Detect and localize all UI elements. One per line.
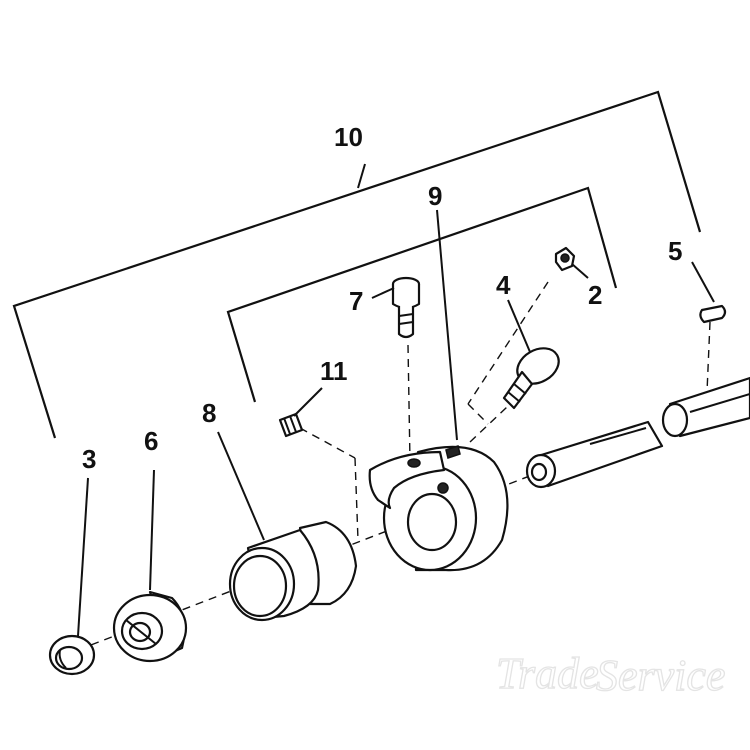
leader-7	[371, 287, 395, 299]
bracket-10	[12, 90, 702, 439]
callout-8: 8	[202, 398, 216, 428]
callout-6: 6	[144, 426, 158, 456]
shaft-end	[661, 376, 750, 438]
callout-9: 9	[428, 181, 442, 211]
leader-3	[77, 477, 89, 637]
leader-10	[357, 163, 366, 189]
part-4-thumb-screw	[502, 347, 560, 410]
part-2-nut	[554, 246, 576, 272]
callout-4: 4	[496, 270, 511, 300]
leader-9	[436, 209, 458, 441]
callout-5: 5	[668, 236, 682, 266]
callout-labels: 10 9 5 2 4 7 11 8 6 3	[82, 122, 682, 474]
part-8-sleeve	[228, 520, 358, 622]
leader-2	[571, 263, 589, 279]
callout-10: 10	[334, 122, 363, 152]
part-3-washer	[48, 634, 96, 676]
watermark-line1: Trade	[496, 649, 599, 698]
leader-4	[507, 299, 531, 353]
bracket-9	[226, 186, 618, 403]
callout-2: 2	[588, 280, 602, 310]
part-11-set-screw	[278, 412, 304, 438]
shaft-segment	[525, 420, 664, 489]
callout-11: 11	[320, 356, 348, 386]
part-9-clamp-body	[368, 445, 509, 572]
leader-5	[691, 261, 715, 303]
part-7-pin	[391, 276, 421, 339]
watermark: Trade Service	[495, 648, 726, 700]
leader-11	[293, 387, 323, 417]
part-6-cap	[112, 590, 188, 663]
part-5-key	[699, 304, 727, 324]
watermark-line2: Service	[596, 651, 725, 700]
callout-3: 3	[82, 444, 96, 474]
leader-6	[149, 469, 155, 591]
callout-7: 7	[349, 286, 363, 316]
leader-8	[217, 431, 265, 541]
